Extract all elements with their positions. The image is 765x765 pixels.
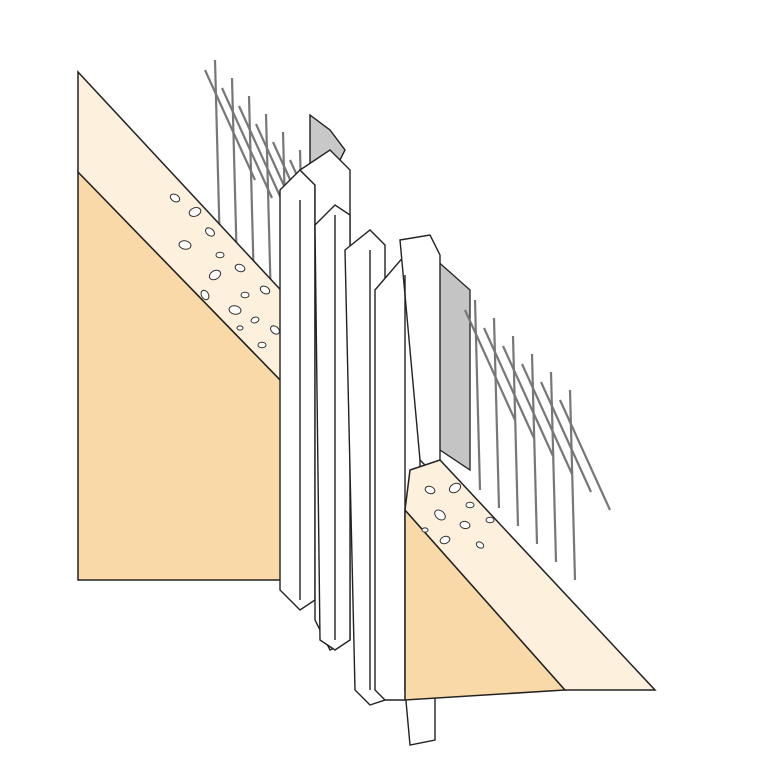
aggregate-pebble xyxy=(475,541,485,549)
aggregate-pebble xyxy=(205,227,215,237)
mesh-strand xyxy=(482,327,536,439)
aggregate-pebble xyxy=(434,509,446,521)
aggregate-pebble xyxy=(200,289,210,301)
aggregate-pebble xyxy=(270,325,280,335)
right-wall-block xyxy=(404,459,657,701)
aggregate-pebble xyxy=(485,516,495,524)
aggregate-pebble xyxy=(208,269,222,281)
aggregate-pebble xyxy=(465,501,475,509)
aggregate-pebble xyxy=(259,285,271,295)
aggregate-pebble xyxy=(178,240,192,250)
mesh-strand xyxy=(511,335,520,527)
profile-strip-1 xyxy=(279,169,316,611)
mesh-strand xyxy=(568,389,577,581)
aggregate-pebble xyxy=(459,520,471,530)
joint-profile xyxy=(279,113,441,746)
aggregate-pebble xyxy=(228,305,242,315)
aggregate-pebble xyxy=(215,251,225,259)
right-aggregate-pebbles xyxy=(421,482,495,549)
aggregate-pebble xyxy=(236,325,244,331)
aggregate-pebble xyxy=(448,482,462,494)
mesh-strand xyxy=(549,371,558,563)
mesh-strand xyxy=(220,87,274,199)
left-aggregate-pebbles xyxy=(169,193,280,349)
mesh-strand xyxy=(501,345,555,457)
aggregate-pebble xyxy=(169,193,181,203)
aggregate-pebble xyxy=(234,263,246,273)
aggregate-pebble xyxy=(188,207,202,217)
right-plaster-layer xyxy=(404,459,657,691)
mesh-strand xyxy=(463,309,517,421)
profile-strip-3 xyxy=(314,204,351,651)
aggregate-pebble xyxy=(424,485,436,495)
mesh-strand xyxy=(203,69,257,181)
aggregate-pebble xyxy=(240,291,250,299)
mesh-strand xyxy=(539,381,593,493)
mesh-strand xyxy=(530,353,539,545)
aggregate-pebble xyxy=(257,341,267,349)
right-expanded-metal-mesh xyxy=(463,299,612,581)
mesh-strand xyxy=(520,363,574,475)
aggregate-pebble xyxy=(421,527,429,533)
mesh-strand xyxy=(558,399,612,511)
mesh-strand xyxy=(473,299,482,491)
aggregate-pebble xyxy=(439,535,451,545)
aggregate-pebble xyxy=(250,316,260,324)
mesh-strand xyxy=(492,317,501,509)
